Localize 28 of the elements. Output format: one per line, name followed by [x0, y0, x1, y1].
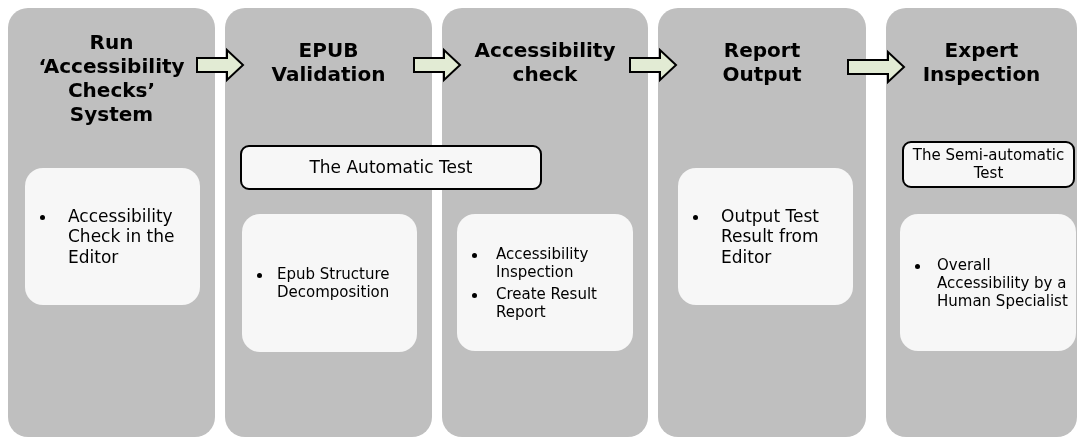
test-type-box: [240, 145, 542, 190]
step-text: Accessibility Check in the Editor: [68, 205, 176, 268]
step-card: [678, 168, 853, 305]
stage-title: EPUB Validation: [270, 38, 387, 86]
step-card: [457, 214, 633, 351]
block-arrow: [196, 47, 245, 83]
stage-title: Accessibility check: [473, 38, 617, 86]
test-type-box: [902, 141, 1075, 188]
step-card: [900, 214, 1076, 351]
step-text: Overall Accessibility by a Human Specialist: [937, 255, 1068, 310]
stage-panel: [225, 8, 432, 437]
step-text: Output Test Result from Editor: [721, 205, 820, 268]
block-arrow: [629, 47, 678, 83]
stage-panel: [658, 8, 866, 437]
stage-title: Run ‘Accessibility Checks’ System: [37, 30, 186, 126]
step-card: [242, 214, 417, 352]
test-type-label: The Automatic Test: [309, 157, 473, 178]
stage-title: Report Output: [721, 38, 803, 86]
step-text: Epub Structure Decomposition: [277, 265, 391, 301]
step-card: [25, 168, 200, 305]
block-arrow: [847, 49, 906, 85]
stage-title: Expert Inspection: [921, 38, 1042, 86]
step-text: Accessibility Inspection: [496, 244, 590, 281]
step-text: Create Result Report: [496, 284, 598, 321]
test-type-label: The Semi-automatic Test: [911, 147, 1066, 182]
stage-panel: [8, 8, 215, 437]
block-arrow: [413, 47, 462, 83]
stage-panel: [886, 8, 1077, 437]
